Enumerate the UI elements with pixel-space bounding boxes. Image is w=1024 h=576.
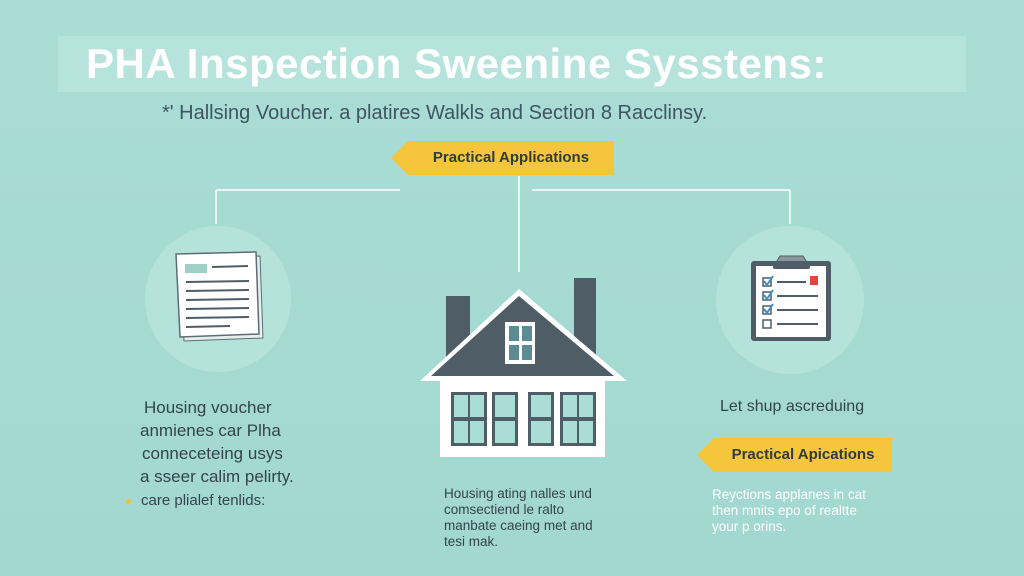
center-line: tesi mak. [444, 534, 499, 549]
page-subtitle: *' Hallsing Voucher. a platires Walkls a… [162, 102, 708, 124]
left-line: Housing voucher [144, 398, 272, 417]
title-band [58, 36, 966, 92]
right-heading-text: Let shup ascreduing [720, 398, 865, 415]
left-description: Housing voucher anmienes car Plha connec… [138, 396, 294, 488]
center-description: Housing ating nalles und comsectiend le … [444, 486, 593, 550]
left-line: a sseer calim pelirty. [140, 467, 294, 486]
page-title: PHA Inspection Sweenine Sysstens: [86, 40, 827, 87]
left-line: conneceteing usys [142, 444, 283, 463]
center-line: Housing ating nalles und [444, 486, 592, 501]
bullet-dot-icon [126, 498, 131, 504]
right-line: Reyctions applanes in cat [712, 487, 866, 502]
practical-applications-ribbon-right: Practical Apications [697, 438, 892, 472]
practical-applications-ribbon-top: Practical Applications [391, 141, 614, 175]
left-bullet-item: care plialef tenlids: [126, 492, 265, 509]
left-line: anmienes car Plha [140, 421, 281, 440]
left-bullet-text: care plialef tenlids: [141, 492, 266, 509]
center-line: comsectiend le ralto [444, 502, 565, 517]
right-line: then mnits epo of realtte [712, 503, 857, 518]
right-line: your p orins. [712, 519, 787, 534]
right-description: Reyctions applanes in cat then mnits epo… [712, 487, 866, 535]
center-line: manbate caeing met and [444, 518, 593, 533]
